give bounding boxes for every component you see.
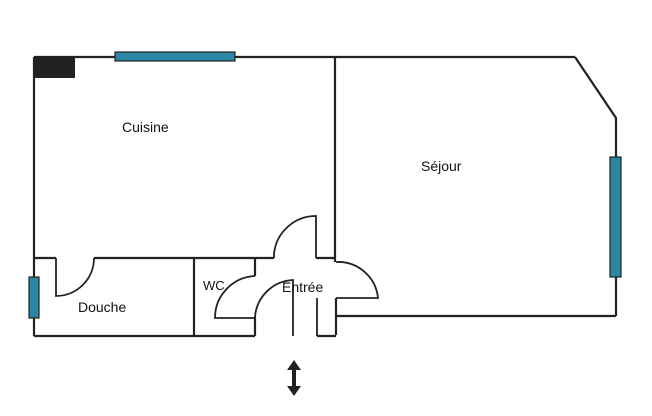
door-wc — [214, 275, 256, 319]
room-label-sejour: Séjour — [421, 158, 462, 174]
room-label-wc: WC — [203, 278, 225, 293]
window-sejour — [609, 156, 622, 278]
double-arrow-vertical-icon — [287, 360, 301, 396]
door-douche — [55, 257, 95, 297]
door-cuisine — [273, 215, 317, 258]
windows — [28, 51, 622, 319]
window-cuisine — [114, 51, 236, 62]
window-douche — [28, 276, 40, 319]
walls — [32, 55, 618, 338]
room-label-cuisine: Cuisine — [122, 119, 169, 135]
door-entrance — [254, 279, 294, 336]
room-label-entree: Entrée — [282, 279, 323, 295]
door-sejour — [335, 261, 379, 299]
doors — [55, 215, 379, 336]
chimney-block — [35, 58, 75, 78]
room-label-douche: Douche — [78, 299, 126, 315]
